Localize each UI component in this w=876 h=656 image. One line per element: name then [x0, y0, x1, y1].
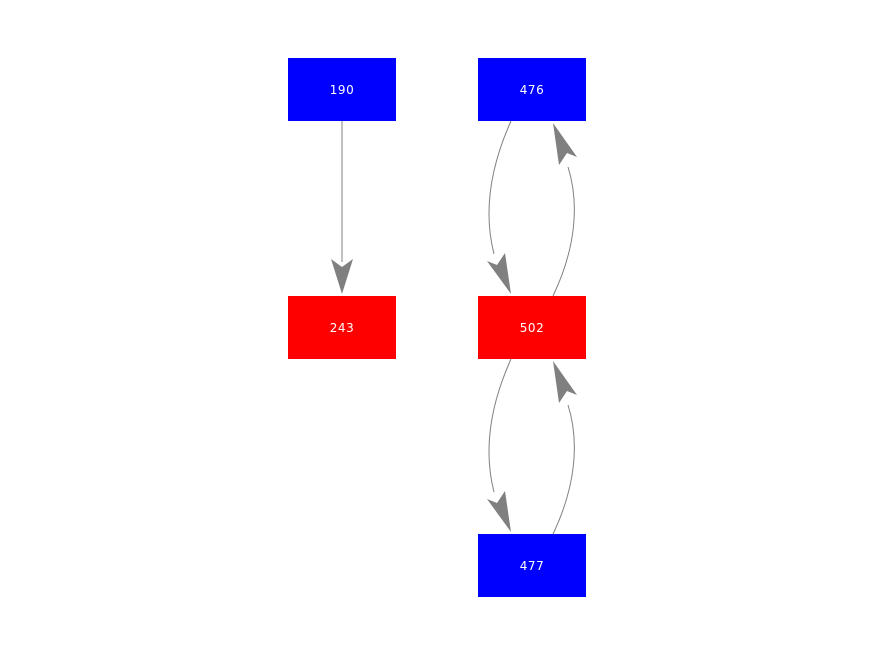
graph-node-190[interactable]: 190	[288, 58, 396, 121]
edge-476-to-502	[487, 120, 512, 294]
edge-190-to-243	[331, 121, 353, 294]
node-label: 477	[519, 558, 545, 573]
edge-502-to-477	[487, 358, 512, 532]
edge-477-to-502	[552, 361, 577, 535]
arrowhead-down	[487, 253, 511, 294]
node-label: 476	[519, 82, 545, 97]
graph-node-243[interactable]: 243	[288, 296, 396, 359]
edge-502-to-476	[552, 123, 577, 297]
node-label: 190	[329, 82, 355, 97]
graph-node-502[interactable]: 502	[478, 296, 586, 359]
arrowhead-up	[553, 123, 577, 165]
node-label: 243	[329, 320, 355, 335]
arrowhead-down	[487, 491, 511, 532]
graph-node-477[interactable]: 477	[478, 534, 586, 597]
arrowhead-up	[553, 361, 577, 403]
graph-node-476[interactable]: 476	[478, 58, 586, 121]
node-label: 502	[519, 320, 545, 335]
arrowhead-down	[331, 259, 353, 294]
